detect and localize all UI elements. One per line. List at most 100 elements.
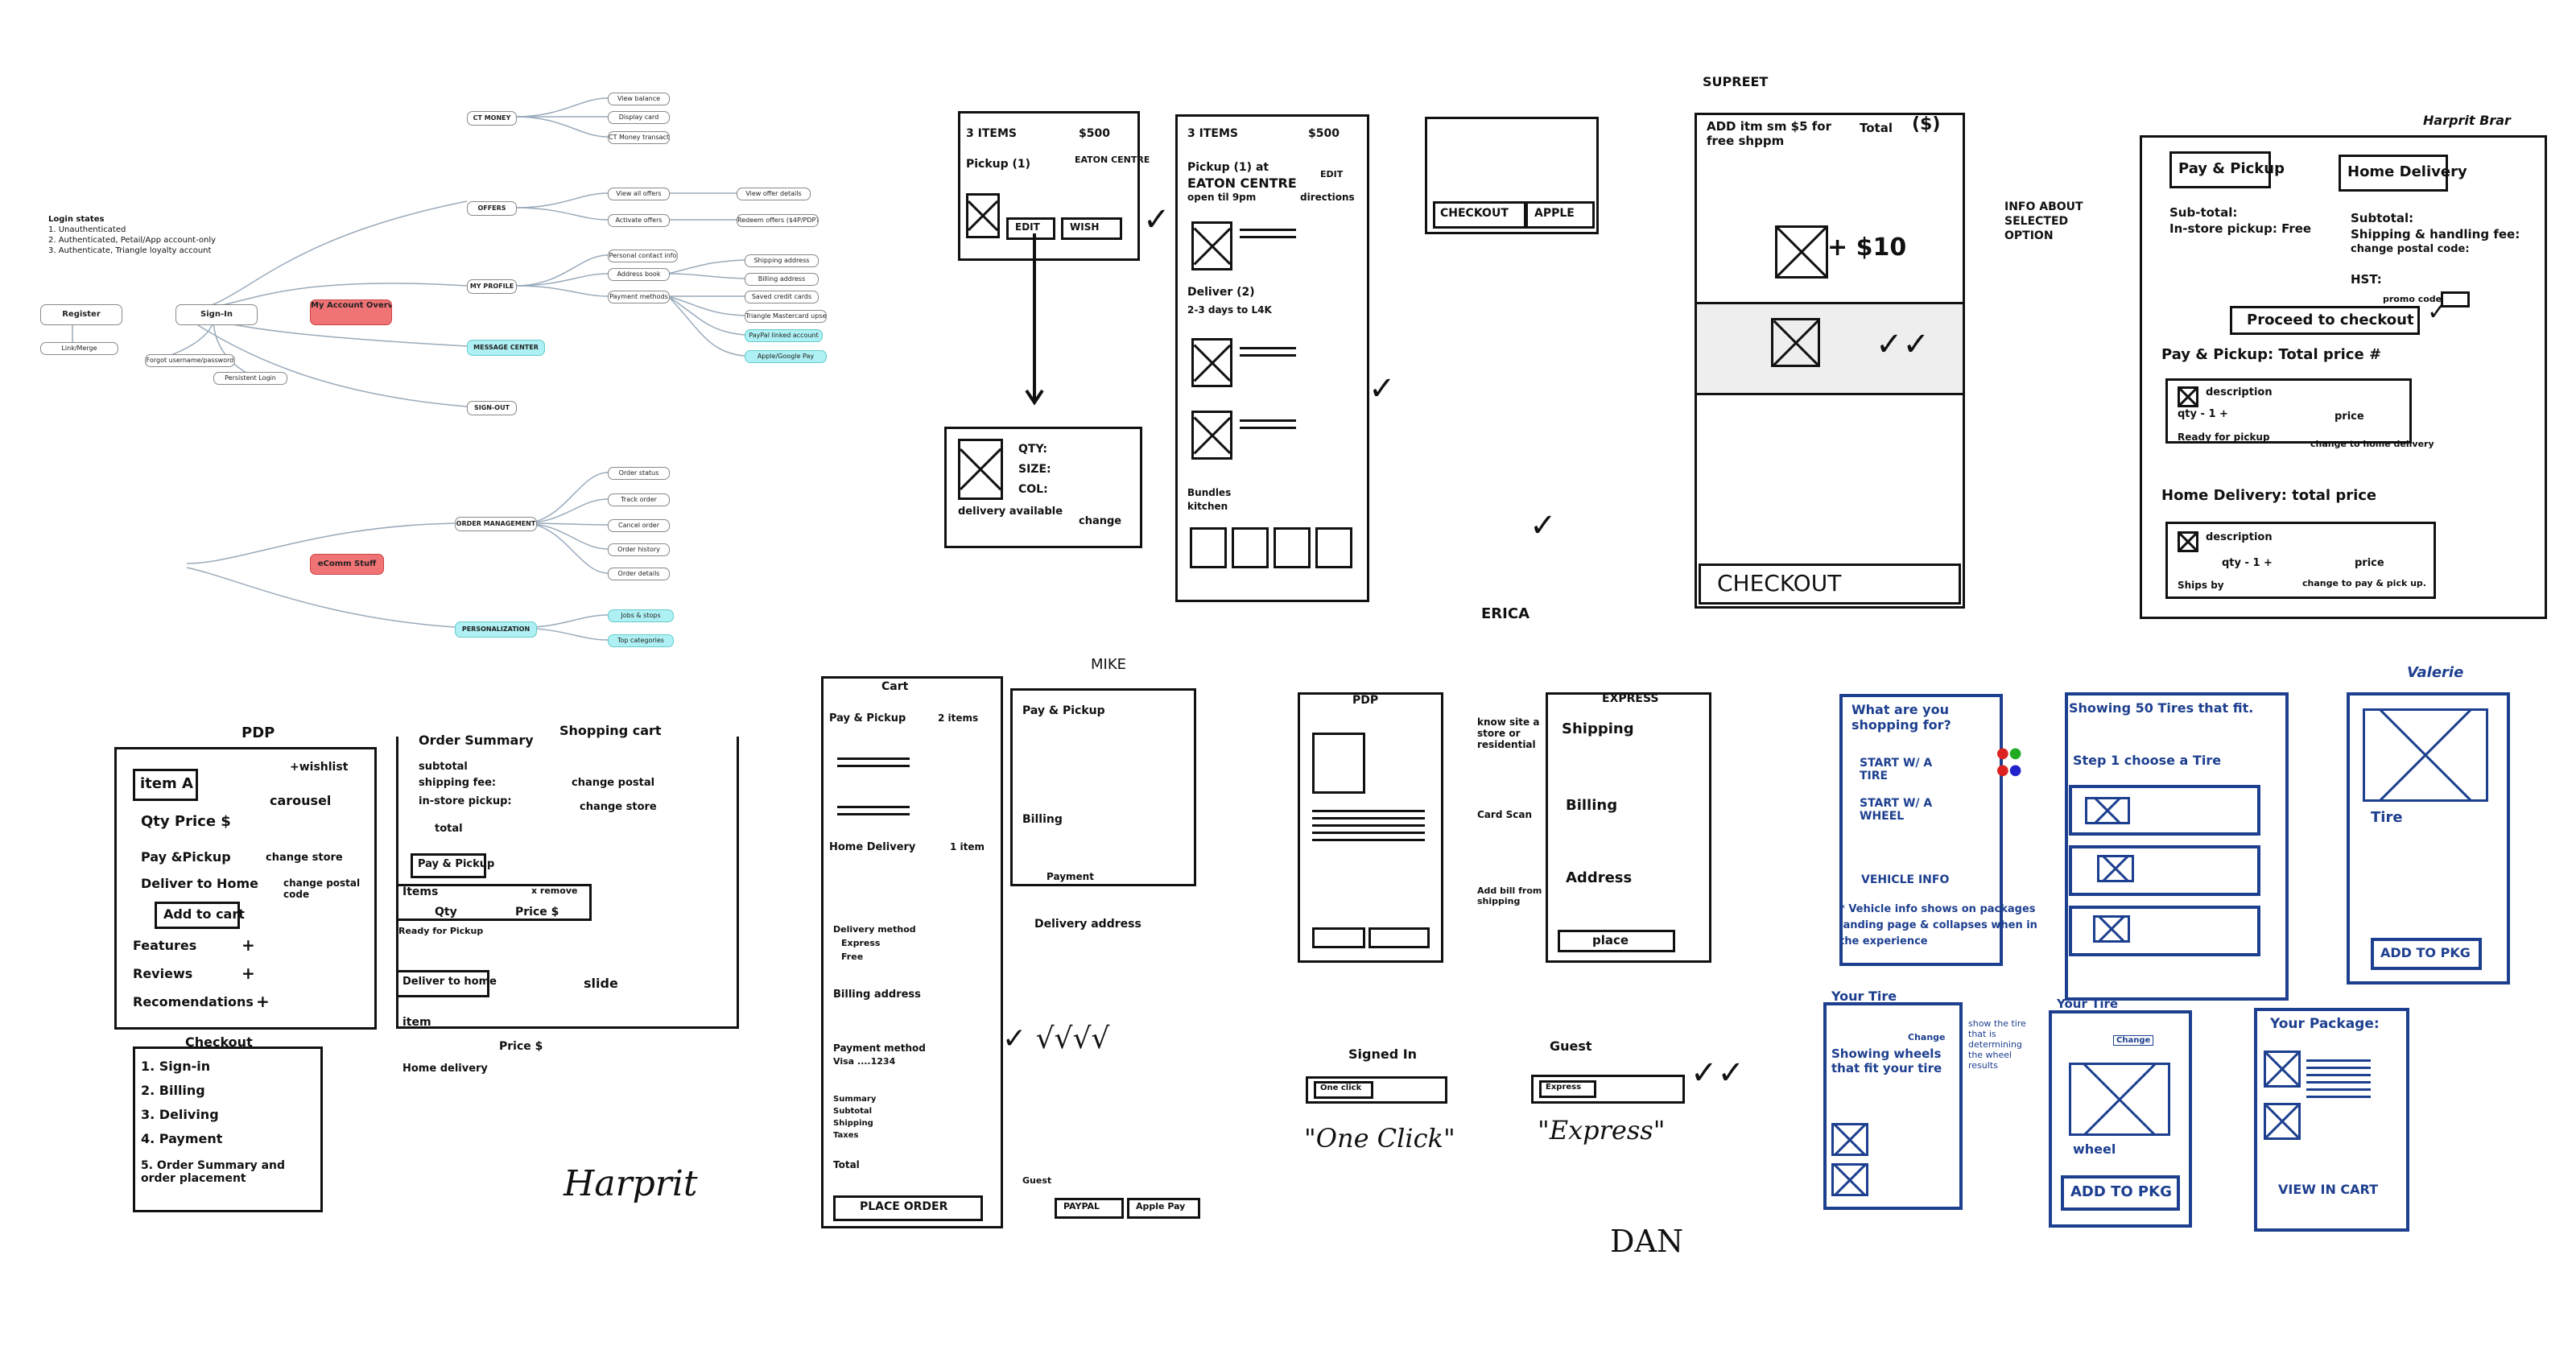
valerie-tire-card-2[interactable] [2069,845,2260,896]
harprit-qty2[interactable]: qty - 1 + [2222,557,2273,569]
harprit-ready: Ready for pickup [2178,431,2270,443]
cart-price: $500 [1079,127,1110,140]
pdp-deliver-home-button[interactable]: Deliver to home [396,970,497,997]
dan-pdp-button-2[interactable] [1368,927,1430,948]
cart-edit-thumb [958,439,1003,500]
mike-place-order-button[interactable]: PLACE ORDER [833,1195,983,1221]
supreet-checkout-button[interactable]: CHECKOUT [1699,563,1961,605]
harprit-change-postal[interactable]: change postal code: [2351,243,2470,255]
pdp-change-store2[interactable]: change store [580,801,657,813]
personalization-node: PERSONALIZATION [455,621,537,638]
supreet-label: SUPREET [1703,74,1769,89]
mike-express[interactable]: Express [841,938,881,948]
valerie-tire-detail-frame [2347,692,2510,985]
harprit-description: description [2206,386,2273,398]
pdp-recommendations[interactable]: Recomendations [133,994,254,1009]
cart-change-link[interactable]: change [1079,515,1122,527]
long-cart-directions[interactable]: directions [1300,192,1355,203]
pdp-reviews[interactable]: Reviews [133,966,193,981]
pdp-recommendations-plus[interactable]: + [256,992,270,1011]
pdp-carousel[interactable]: carousel [270,793,332,808]
valerie-note: * Vehicle info shows on packages landing… [1839,903,2037,947]
long-cart-thumb-1 [1191,221,1232,270]
mike-payment-method[interactable]: Payment method [833,1042,926,1054]
checkout-step-4: 4. Payment [141,1131,223,1146]
harprit-pay-pickup-tab[interactable]: Pay & Pickup [2169,151,2285,188]
pdp-change-postal2[interactable]: change postal [572,777,655,789]
dan-express-button[interactable]: Express [1539,1080,1596,1098]
pdp-total: total [435,823,463,835]
dan-express-caption: "Express" [1538,1115,1666,1146]
mike-paypal-button[interactable]: PAYPAL [1055,1198,1124,1219]
apple-pay-button[interactable]: APPLE [1525,201,1595,229]
long-cart-edit[interactable]: EDIT [1320,169,1344,180]
mike-delivery-address[interactable]: Delivery address [1034,918,1141,931]
offers-sub-1: View offer details [737,188,811,200]
harprit-qty[interactable]: qty - 1 + [2178,408,2228,420]
valerie-wheels-frame [1823,1002,1963,1210]
mike-billing[interactable]: Billing address [833,989,921,1001]
dan-one-click-button[interactable]: One click [1314,1081,1373,1099]
dan-card-scan[interactable]: Card Scan [1477,809,1532,820]
long-cart-lines-1 [1240,224,1296,243]
checkout-step-3: 3. Deliving [141,1107,219,1122]
valerie-view-in-cart[interactable]: VIEW IN CART [2278,1182,2379,1197]
harprit-home-delivery-tab[interactable]: Home Delivery [2339,155,2467,192]
valerie-your-package: Your Package: [2270,1016,2380,1032]
mike-items2: 2 items [938,712,979,724]
pdp-reviews-plus[interactable]: + [242,964,255,983]
harprit-subtotal2: Subtotal: [2351,211,2414,225]
profile-sub-1: Shipping address [745,254,819,267]
checkout-button[interactable]: CHECKOUT [1433,201,1526,229]
long-cart-items: 3 ITEMS [1187,127,1238,140]
valerie-tire-card-3[interactable] [2069,906,2260,956]
cart-wish-button[interactable]: WISH [1061,217,1122,240]
message-center-node: MESSAGE CENTER [467,340,545,356]
pdp-deliver-home[interactable]: Deliver to Home [141,876,258,891]
offers-node: OFFERS [467,201,517,216]
mike-visa: Visa ....1234 [833,1056,896,1067]
harprit-proceed-button[interactable]: Proceed to checkout [2230,306,2420,335]
valerie-start-tire[interactable]: START W/ A TIRE [1860,757,1933,782]
valerie-tire-card-1[interactable] [2069,785,2260,836]
pdp-features[interactable]: Features [133,938,197,953]
dan-place-button[interactable]: place [1558,930,1675,952]
harprit-promo-input[interactable] [2441,291,2470,308]
valerie-change[interactable]: Change [1908,1032,1946,1042]
supreet-total-amount: ($) [1912,114,1941,134]
cart-edit-button[interactable]: EDIT [1006,217,1055,240]
dan-guest: Guest [1550,1038,1592,1054]
valerie-add-to-pkg-button[interactable]: ADD TO PKG [2371,938,2482,970]
supreet-selected-option[interactable] [1695,302,1965,395]
mike-apple-pay-button[interactable]: Apple Pay [1127,1198,1200,1219]
pdp-pay-pickup[interactable]: Pay &Pickup [141,849,231,865]
mike-r-billing[interactable]: Billing [1022,813,1063,826]
login-state-1: 1. Unauthenticated [48,225,126,234]
pdp-change-store[interactable]: change store [266,852,343,864]
pdp-features-plus[interactable]: + [242,935,255,955]
harprit-change-home[interactable]: change to home delivery [2310,439,2434,449]
profile-item-2: Address book [608,268,670,281]
bundle-slot-2 [1232,527,1269,568]
pdp-change-postal[interactable]: change postal code [283,877,361,900]
valerie-start-wheel[interactable]: START W/ A WHEEL [1860,797,1933,823]
long-cart-lines-3 [1240,415,1296,434]
mike-r-payment[interactable]: Payment [1046,871,1094,882]
dan-pdp-button-1[interactable] [1312,927,1365,948]
valerie-vehicle-info[interactable]: VEHICLE INFO [1861,873,1950,886]
pdp-slide: slide [584,976,618,991]
mike-free[interactable]: Free [841,952,864,962]
pdp-ready: Ready for Pickup [398,926,484,936]
harprit-signature: Harprit [564,1163,698,1204]
pdp-remove[interactable]: x remove [531,885,578,896]
valerie-add-to-pkg2-button[interactable]: ADD TO PKG [2061,1175,2180,1211]
pdp-items: Items [402,885,439,898]
pdp-wishlist[interactable]: +wishlist [290,761,349,774]
pdp-pay-pickup-button[interactable]: Pay & Pickup [411,853,494,878]
pdp-add-cart-button[interactable]: Add to cart [155,902,245,929]
valerie-change2[interactable]: Change [2113,1035,2154,1046]
valerie-show-tire-note: show the tire that is determining the wh… [1968,1018,2026,1071]
dan-shipping: Shipping [1562,720,1634,737]
harprit-change-pickup[interactable]: change to pay & pick up. [2302,578,2426,588]
valerie-wheel-detail-frame [2049,1010,2192,1228]
